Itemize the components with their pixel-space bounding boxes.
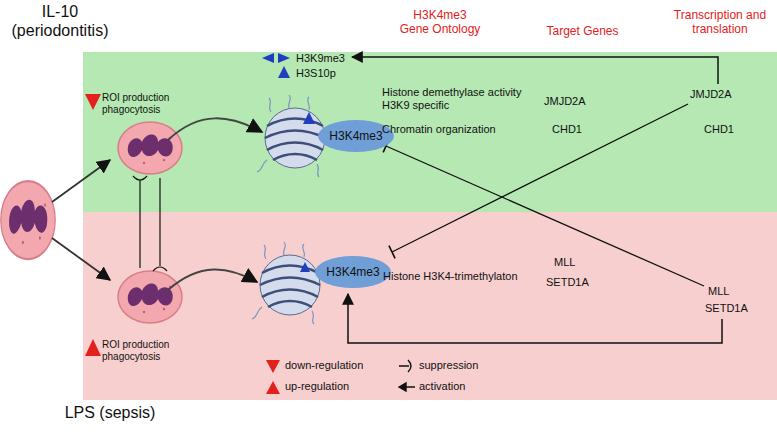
annotation-label: ROI production phagocytosis <box>102 92 190 116</box>
legend-symbol <box>264 379 282 395</box>
annotation-label: Histone demethylase activity H3K9 specif… <box>382 86 547 112</box>
mark-label: H3K4me3 <box>329 129 382 143</box>
annotation-label: SETD1A <box>705 302 765 315</box>
annotation-label: Histone H3K4-trimethylaton <box>383 270 533 283</box>
annotation-label: JMJD2A <box>544 95 604 108</box>
column-header: H3K4me3 Gene Ontology <box>398 8 482 37</box>
legend-item: up-regulation <box>264 379 394 397</box>
annotation-label: MLL <box>554 256 594 269</box>
column-header: Transcription and translation <box>670 8 770 37</box>
annotation-label: Chromatin organization <box>382 123 522 136</box>
annotation-label: H3K9me3 <box>296 52 356 65</box>
region-band: LPS (sepsis)H3K4me3 <box>83 212 777 400</box>
legend-symbol <box>264 358 282 374</box>
annotation-label: ROI production phagocytosis <box>102 339 190 363</box>
legend-item: suppression <box>398 358 528 376</box>
annotation-label: CHD1 <box>704 123 754 136</box>
annotation-label: MLL <box>708 285 748 298</box>
legend-item: down-regulation <box>264 358 394 376</box>
group-heading: IL-10 (periodontitis) <box>5 2 115 40</box>
legend-symbol <box>398 358 416 374</box>
legend-item: activation <box>398 379 528 397</box>
legend-text: activation <box>419 380 465 393</box>
group-heading: LPS (sepsis) <box>55 403 165 422</box>
column-header: Target Genes <box>530 24 635 38</box>
mark-ellipse: H3K4me3 <box>315 256 391 288</box>
legend-symbol <box>398 379 416 395</box>
legend-text: down-regulation <box>285 359 363 372</box>
annotation-label: H3S10p <box>296 67 356 80</box>
mark-label: H3K4me3 <box>326 265 379 279</box>
annotation-label: CHD1 <box>552 123 602 136</box>
legend-text: suppression <box>419 359 478 372</box>
annotation-label: SETD1A <box>546 276 606 289</box>
legend-text: up-regulation <box>285 380 349 393</box>
annotation-label: JMJD2A <box>690 88 750 101</box>
